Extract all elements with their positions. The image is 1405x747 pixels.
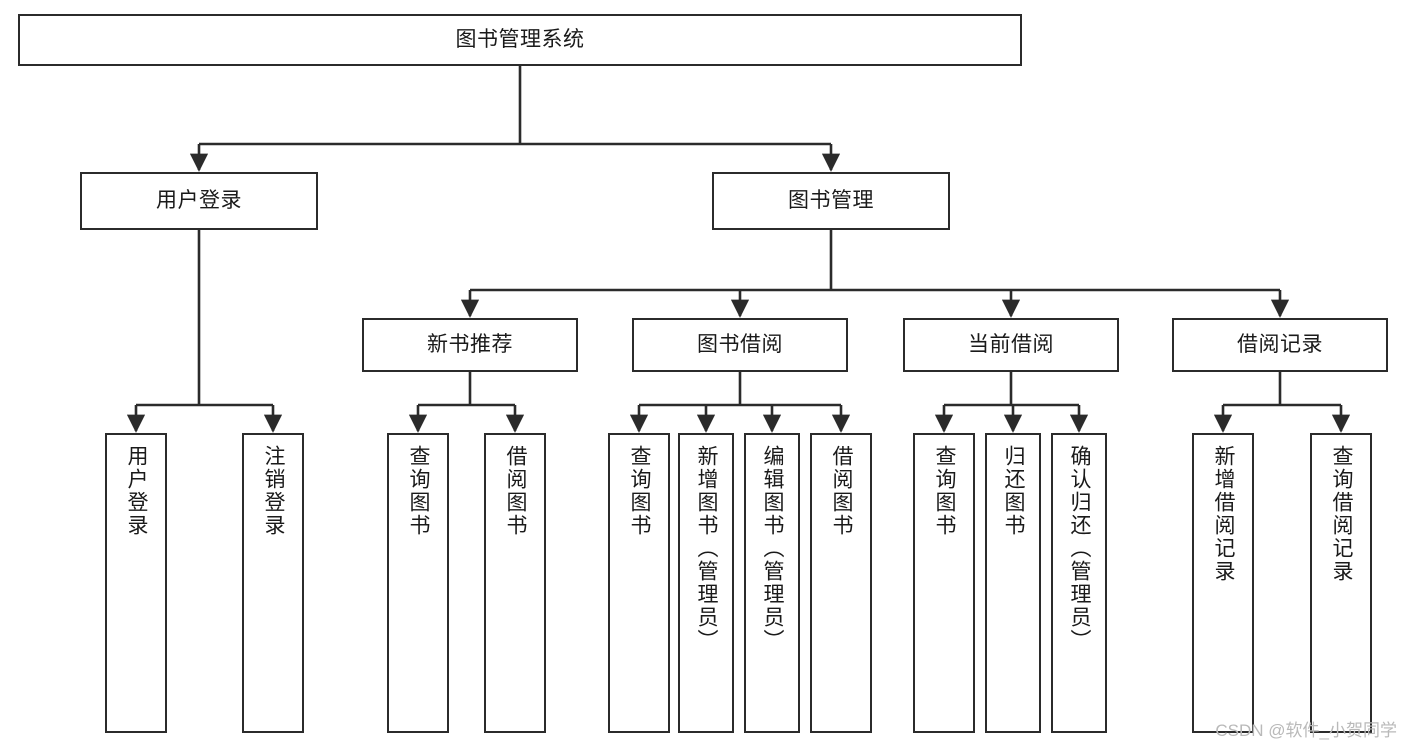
leaf-user-login[interactable]: 用户登录 [105, 433, 167, 733]
node-book-borrow[interactable]: 图书借阅 [632, 318, 848, 372]
node-borrow-record[interactable]: 借阅记录 [1172, 318, 1388, 372]
leaf-borrow-book-2-label: 借阅图书 [830, 445, 854, 537]
leaf-add-book[interactable]: 新增图书（管理员） [678, 433, 734, 733]
node-borrow-record-label: 借阅记录 [1237, 332, 1323, 356]
leaf-borrow-book-1[interactable]: 借阅图书 [484, 433, 546, 733]
node-book-manage[interactable]: 图书管理 [712, 172, 950, 230]
leaf-query-book-2[interactable]: 查询图书 [608, 433, 670, 733]
leaf-confirm-return-label: 确认归还（管理员） [1068, 445, 1092, 652]
node-root[interactable]: 图书管理系统 [18, 14, 1022, 66]
watermark: CSDN @软件_小贺同学 [1215, 721, 1397, 740]
node-user-login-label: 用户登录 [156, 188, 242, 212]
leaf-query-borrow-record-label: 查询借阅记录 [1330, 445, 1354, 583]
leaf-edit-book[interactable]: 编辑图书（管理员） [744, 433, 800, 733]
leaf-borrow-book-2[interactable]: 借阅图书 [810, 433, 872, 733]
connector-bus [136, 230, 273, 407]
leaf-return-book-label: 归还图书 [1002, 445, 1026, 537]
leaf-logout-label: 注销登录 [262, 445, 286, 537]
leaf-query-book-3[interactable]: 查询图书 [913, 433, 975, 733]
node-new-book-recommend[interactable]: 新书推荐 [362, 318, 578, 372]
connector-bus [639, 372, 841, 407]
leaf-confirm-return[interactable]: 确认归还（管理员） [1051, 433, 1107, 733]
leaf-query-book-2-label: 查询图书 [628, 445, 652, 537]
leaf-add-borrow-record[interactable]: 新增借阅记录 [1192, 433, 1254, 733]
node-book-borrow-label: 图书借阅 [697, 332, 783, 356]
node-current-borrow[interactable]: 当前借阅 [903, 318, 1119, 372]
node-user-login[interactable]: 用户登录 [80, 172, 318, 230]
leaf-borrow-book-1-label: 借阅图书 [504, 445, 528, 537]
connector-bus [944, 372, 1079, 407]
leaf-query-borrow-record[interactable]: 查询借阅记录 [1310, 433, 1372, 733]
leaf-query-book-3-label: 查询图书 [933, 445, 957, 537]
node-root-label: 图书管理系统 [455, 27, 585, 51]
connector-bus [418, 372, 515, 407]
leaf-add-book-label: 新增图书（管理员） [695, 445, 719, 652]
node-current-borrow-label: 当前借阅 [968, 332, 1054, 356]
connector-bus [199, 66, 831, 146]
leaf-logout[interactable]: 注销登录 [242, 433, 304, 733]
leaf-add-borrow-record-label: 新增借阅记录 [1212, 445, 1236, 583]
connector-bus [470, 230, 1280, 292]
leaf-query-book-1-label: 查询图书 [407, 445, 431, 537]
node-book-manage-label: 图书管理 [788, 188, 874, 212]
leaf-user-login-label: 用户登录 [125, 445, 149, 537]
leaf-return-book[interactable]: 归还图书 [985, 433, 1041, 733]
connector-bus [1223, 372, 1341, 407]
leaf-edit-book-label: 编辑图书（管理员） [761, 445, 785, 652]
leaf-query-book-1[interactable]: 查询图书 [387, 433, 449, 733]
node-new-book-recommend-label: 新书推荐 [427, 332, 513, 356]
